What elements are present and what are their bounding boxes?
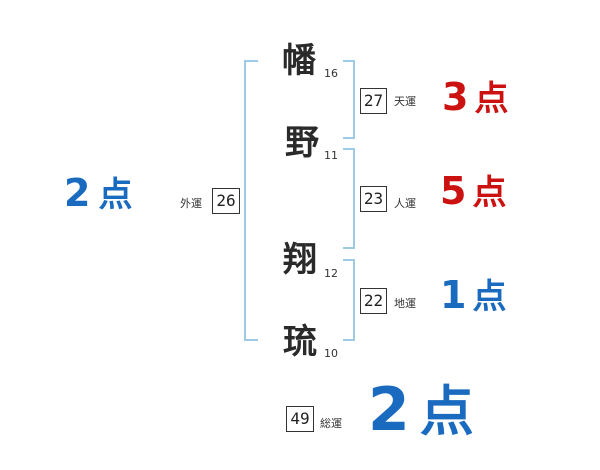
jinkaku-bracket-top	[343, 148, 355, 150]
jinkaku-score-number: 5	[440, 169, 467, 213]
name-char-1-strokes: 16	[324, 67, 338, 80]
tenkaku-score-unit: 点	[474, 79, 509, 119]
outer-bracket-bottom	[244, 339, 258, 341]
jinkaku-bracket-bottom	[343, 247, 355, 249]
name-char-3: 翔	[283, 240, 317, 280]
name-char-4: 琉	[283, 322, 317, 362]
chikaku-value-box: 22	[360, 288, 387, 314]
tenkaku-bracket-vertical	[353, 60, 355, 139]
chikaku-bracket-top	[343, 259, 355, 261]
outer-bracket-top	[244, 60, 258, 62]
tenkaku-score-number: 3	[442, 75, 469, 119]
gaikaku-value-box: 26	[212, 188, 240, 214]
chikaku-score-number: 1	[440, 273, 467, 317]
gaikaku-score-number: 2	[64, 171, 91, 215]
soukaku-score-unit: 点	[419, 380, 474, 443]
tenkaku-label: 天運	[394, 95, 416, 108]
tenkaku-bracket-bottom	[343, 137, 355, 139]
gaikaku-score-unit: 点	[98, 175, 133, 215]
name-char-4-strokes: 10	[324, 347, 338, 360]
soukaku-value-box: 49	[286, 406, 314, 432]
soukaku-score-number: 2	[368, 375, 410, 445]
name-char-2: 野	[285, 123, 319, 163]
outer-bracket-vertical	[244, 60, 246, 341]
gaikaku-label: 外運	[180, 197, 202, 210]
jinkaku-bracket-vertical	[353, 148, 355, 249]
tenkaku-value-box: 27	[360, 88, 387, 114]
jinkaku-score-unit: 点	[472, 173, 507, 213]
chikaku-bracket-vertical	[353, 259, 355, 341]
name-char-1: 幡	[282, 41, 316, 81]
name-char-3-strokes: 12	[324, 267, 338, 280]
jinkaku-value-box: 23	[360, 186, 387, 212]
chikaku-label: 地運	[394, 297, 416, 310]
chikaku-score-unit: 点	[472, 277, 507, 317]
chikaku-bracket-bottom	[343, 339, 355, 341]
name-char-2-strokes: 11	[324, 149, 338, 162]
soukaku-label: 総運	[320, 417, 342, 430]
tenkaku-bracket-top	[343, 60, 355, 62]
jinkaku-label: 人運	[394, 197, 416, 210]
